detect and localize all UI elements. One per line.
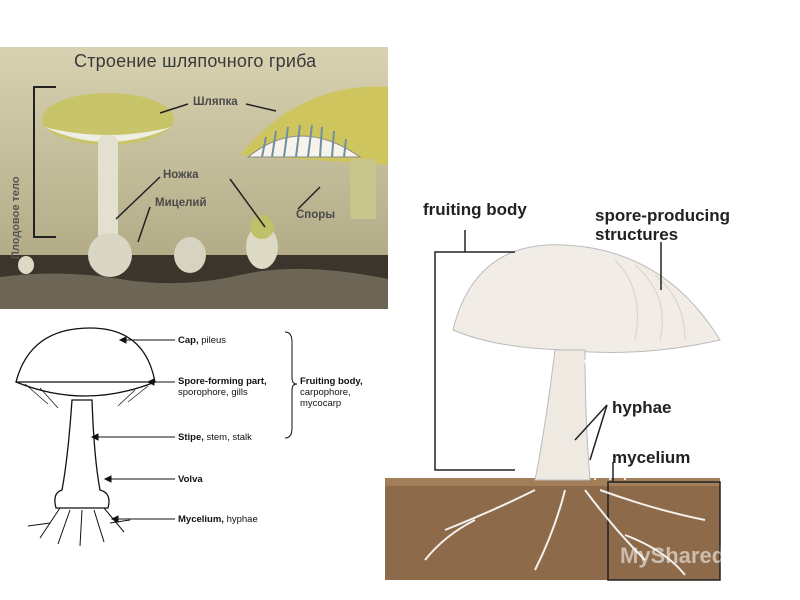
spore-forming-label: Spore-forming part,sporophore, gills [178, 376, 267, 398]
stipe-label-rest: stem, stalk [203, 432, 252, 443]
mycelium-label-rest: hyphae [223, 514, 258, 525]
big-fruiting-bracket [434, 251, 515, 471]
spore-producing-label: spore-producing structures [595, 206, 731, 244]
line-diagram-panel: Cap, pileus Spore-forming part,sporophor… [0, 318, 390, 558]
mycelium-label-bold: Mycelium, [178, 514, 224, 525]
stipe-label: Stipe, stem, stalk [178, 432, 252, 443]
myshared-watermark: MyShared [620, 543, 726, 568]
volva-label: Volva [178, 474, 203, 485]
ru-structure-panel: Строение шляпочного гриба Шляпка Ножка М… [0, 47, 388, 309]
ru-title: Строение шляпочного гриба [74, 51, 317, 71]
cap-label-rest: pileus [198, 335, 227, 346]
mycelium-label-ru: Мицелий [155, 197, 207, 209]
fruiting-body-label-rest: carpophore, mycocarp [300, 387, 351, 409]
stipe-label-bold: Stipe, [178, 432, 204, 443]
volva-label-bold: Volva [178, 474, 203, 485]
spores-label-ru: Споры [296, 209, 336, 221]
ru-illustration [0, 47, 388, 309]
mycelium-big-label: mycelium [612, 448, 691, 467]
small-cap [42, 93, 174, 145]
fruiting-body-big-label: fruiting body [423, 200, 527, 219]
fruiting-body-bracket [33, 86, 56, 238]
cap-label-bold: Cap, [178, 335, 199, 346]
hyphae-diagram-panel: fruiting body spore-producing structures… [385, 190, 800, 590]
fruiting-body-label: Fruiting body,carpophore, mycocarp [300, 376, 390, 409]
hyphae-illustration [385, 230, 721, 581]
line-illustration [15, 327, 298, 547]
hyphae-label: hyphae [612, 398, 672, 417]
cap-label: Cap, pileus [178, 335, 226, 346]
spore-forming-label-bold: Spore-forming part, [178, 376, 267, 387]
mycelium-label: Mycelium, hyphae [178, 514, 258, 525]
cap-label-ru: Шляпка [193, 96, 238, 108]
spore-forming-label-rest: sporophore, gills [178, 387, 248, 398]
fruiting-body-label-ru: Плодовое тело [10, 176, 22, 259]
fruiting-body-label-bold: Fruiting body, [300, 376, 363, 387]
stem-label-ru: Ножка [163, 169, 199, 181]
